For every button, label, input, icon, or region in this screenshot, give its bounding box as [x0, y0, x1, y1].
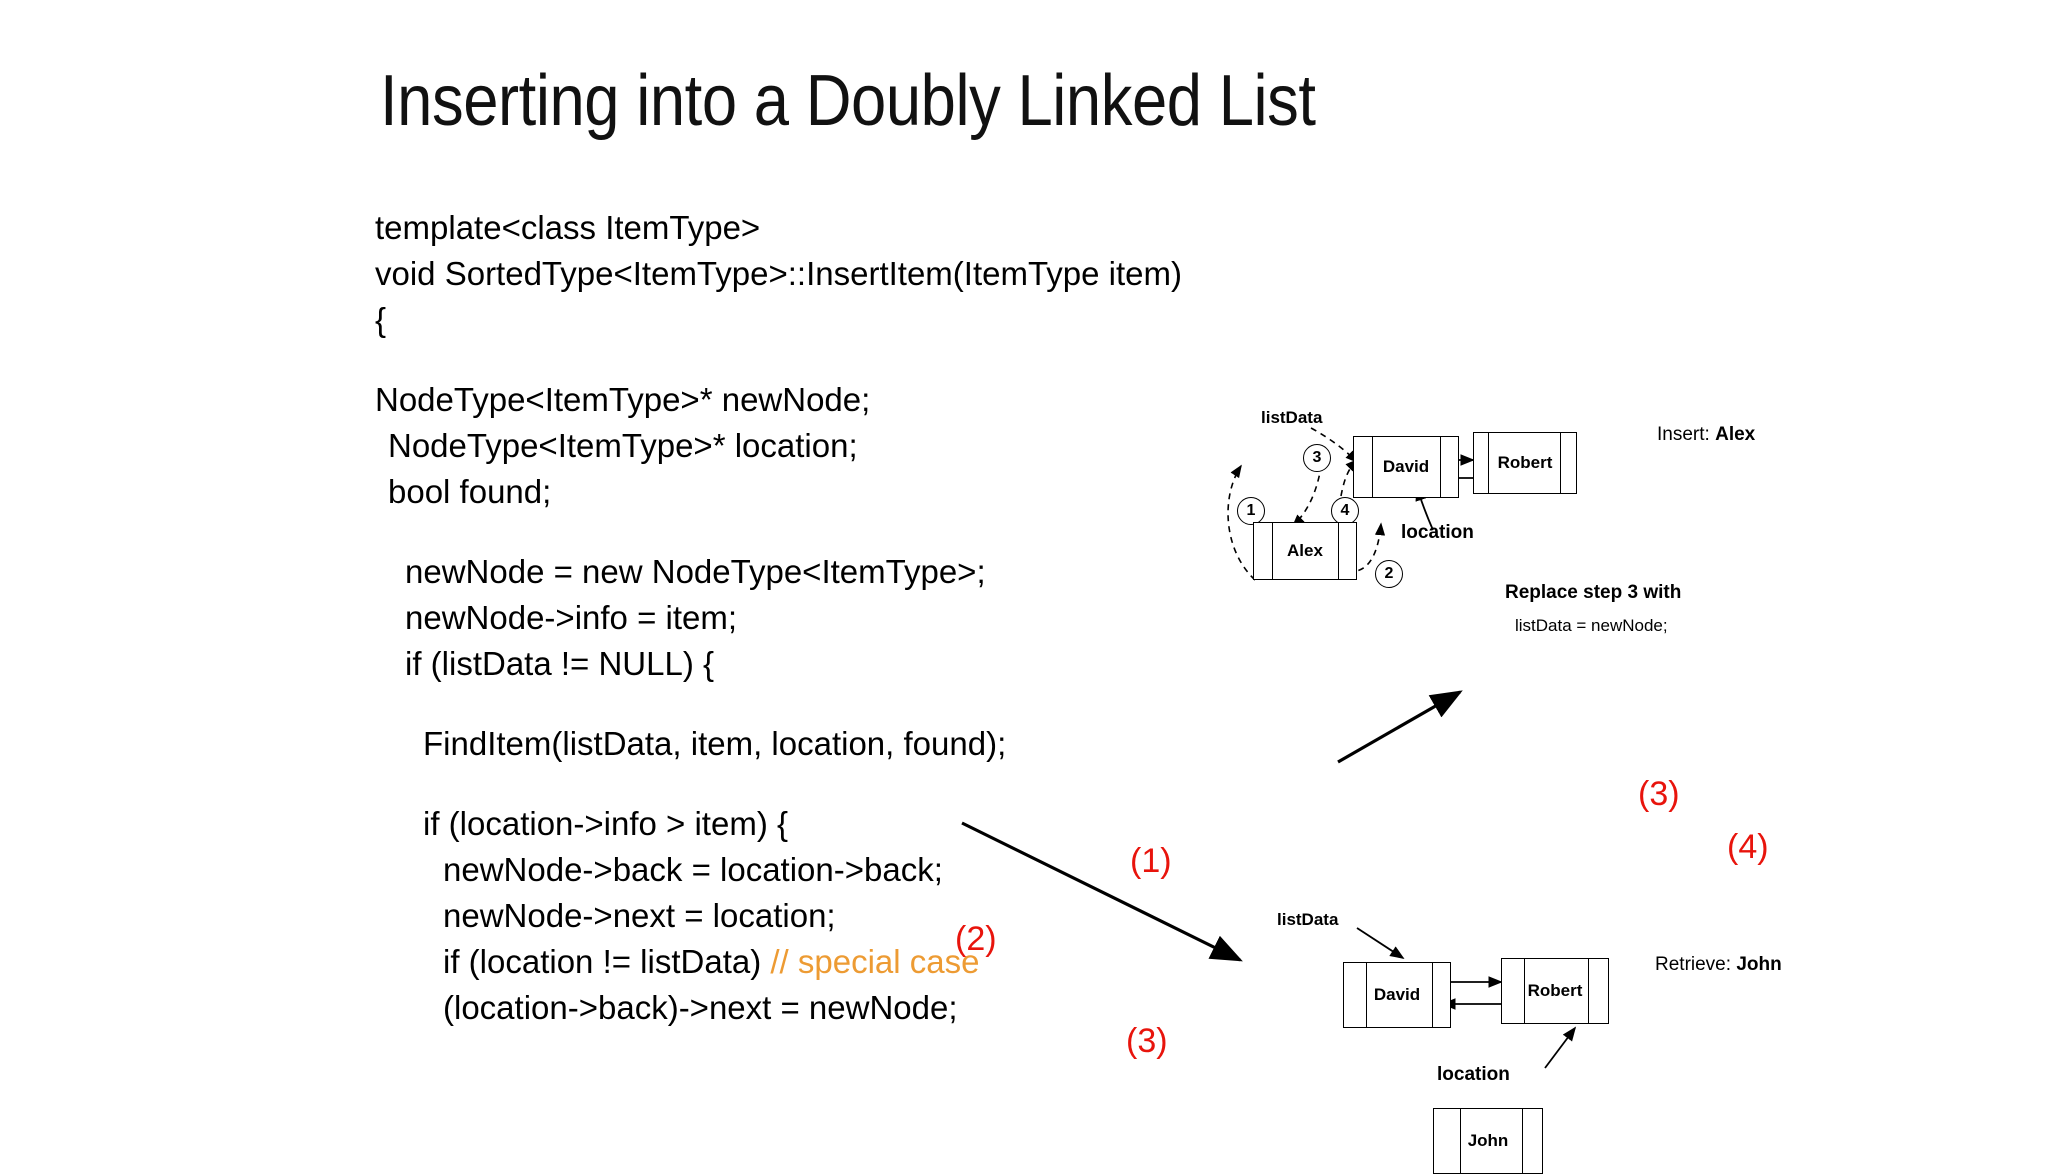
node-john-bottom: John [1433, 1108, 1543, 1174]
code-line: FindItem(listData, item, location, found… [375, 721, 1355, 767]
code-line: if (location->info > item) { [375, 801, 1355, 847]
code-line: if (location != listData) // special cas… [375, 939, 1355, 985]
step-annotation: (3) [1638, 775, 1680, 813]
code-line-text: template<class ItemType> [375, 209, 761, 246]
code-line: bool found; [375, 469, 1355, 515]
location-label-bottom: location [1437, 1064, 1510, 1085]
code-line: newNode->next = location; [375, 893, 1355, 939]
code-comment: // special case [770, 943, 980, 980]
node-david-top: David [1353, 436, 1459, 498]
code-line-text: if (location->info > item) { [423, 805, 788, 842]
insert-prefix: Insert: [1657, 424, 1710, 445]
code-line-text: newNode->back = location->back; [443, 851, 943, 888]
code-block: template<class ItemType> void SortedType<… [375, 205, 1355, 1031]
code-line-text: { [375, 301, 387, 338]
code-line-text: newNode->info = item; [405, 599, 738, 636]
retrieve-caption: Retrieve: John [1655, 954, 1782, 976]
code-line: template<class ItemType> [375, 205, 1355, 251]
node-robert-bottom: Robert [1501, 958, 1609, 1024]
diagram-insert-alex: listData 3 1 4 2 David Robert Alex locat… [1215, 400, 1855, 710]
step-annotation: (2) [955, 920, 997, 958]
insert-caption: Insert: Alex [1657, 424, 1755, 446]
code-line-text: NodeType<ItemType>* newNode; [375, 381, 871, 418]
step-annotation: (3) [1126, 1022, 1168, 1060]
diagram-retrieve-john: listData David Robert location John Retr… [1215, 900, 1855, 1174]
code-line: if (listData != NULL) { [375, 641, 1355, 687]
node-label: Robert [1497, 453, 1553, 472]
code-line-text: NodeType<ItemType>* location; [388, 427, 858, 464]
page-title: Inserting into a Doubly Linked List [380, 61, 1316, 141]
code-line: newNode = new NodeType<ItemType>; [375, 549, 1355, 595]
code-line: newNode->back = location->back; [375, 847, 1355, 893]
code-line: (location->back)->next = newNode; [375, 985, 1355, 1031]
node-label: David [1373, 985, 1421, 1004]
code-line-text: newNode->next = location; [443, 897, 836, 934]
code-line: NodeType<ItemType>* location; [375, 423, 1355, 469]
node-robert-top: Robert [1473, 432, 1577, 494]
code-line-text: newNode = new NodeType<ItemType>; [405, 553, 986, 590]
step-annotation: (4) [1727, 828, 1769, 866]
node-label: John [1467, 1131, 1509, 1150]
code-line: NodeType<ItemType>* newNode; [375, 377, 1355, 423]
node-label: Alex [1287, 541, 1323, 560]
code-line-text: (location->back)->next = newNode; [443, 989, 958, 1026]
code-line-text: if (listData != NULL) { [405, 645, 715, 682]
code-line-text: FindItem(listData, item, location, found… [423, 725, 1007, 762]
code-line-text: bool found; [388, 473, 552, 510]
retrieve-prefix: Retrieve: [1655, 954, 1732, 975]
step-circle-3: 3 [1303, 444, 1331, 472]
step-circle-1: 1 [1237, 497, 1265, 525]
node-label: Robert [1527, 981, 1583, 1000]
code-line-text: if (location != listData) [443, 943, 771, 980]
replace-step-code: listData = newNode; [1515, 616, 1668, 635]
step-circle-2: 2 [1375, 560, 1403, 588]
retrieve-diagram-arrows [1356, 927, 1577, 1069]
retrieve-value: John [1736, 954, 1782, 975]
node-alex-top: Alex [1253, 522, 1357, 580]
listdata-label-bottom: listData [1277, 910, 1339, 929]
step-circle-4: 4 [1331, 497, 1359, 525]
node-label: David [1382, 457, 1430, 476]
step-annotation: (1) [1130, 842, 1172, 880]
code-line: newNode->info = item; [375, 595, 1355, 641]
listdata-label-top: listData [1261, 408, 1323, 427]
code-line: { [375, 297, 1355, 343]
location-label-top: location [1401, 522, 1474, 543]
code-line-text: void SortedType<ItemType>::InsertItem(It… [375, 255, 1183, 292]
code-line: void SortedType<ItemType>::InsertItem(It… [375, 251, 1355, 297]
insert-value: Alex [1715, 424, 1756, 445]
node-david-bottom: David [1343, 962, 1451, 1028]
replace-step-title: Replace step 3 with [1505, 582, 1682, 603]
